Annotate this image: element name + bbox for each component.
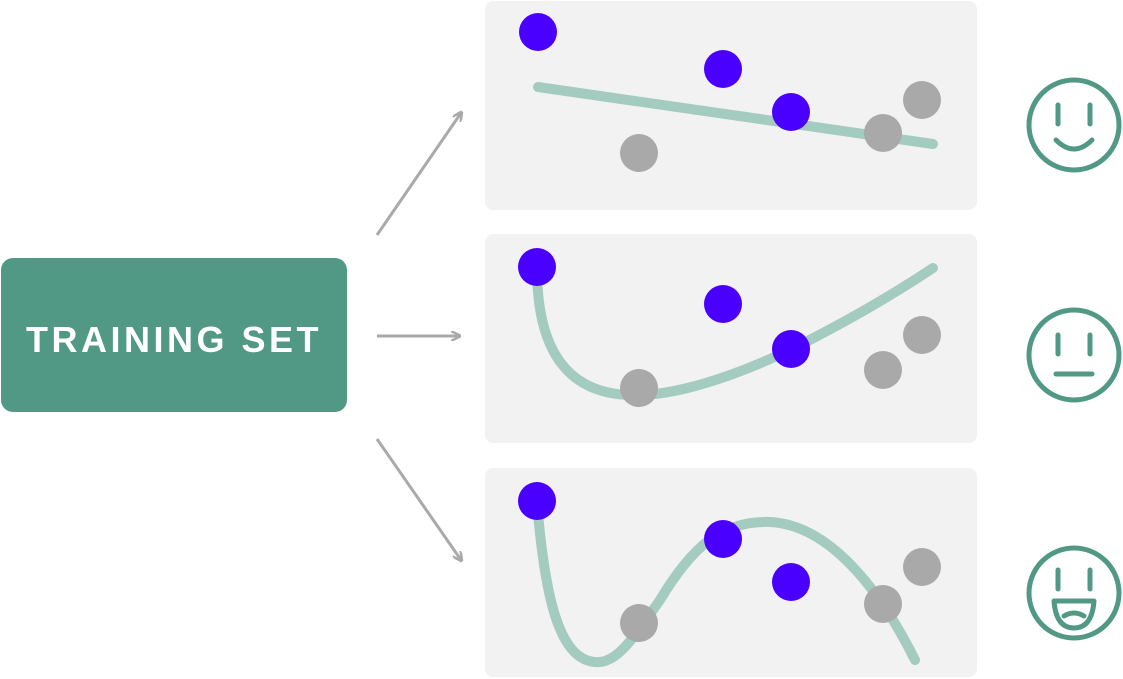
data-point-secondary xyxy=(864,114,902,152)
data-point-secondary xyxy=(620,369,658,407)
training-set-box-bg xyxy=(1,258,347,412)
training-set-box: TRAINING SET xyxy=(1,258,347,412)
data-point-primary xyxy=(772,93,810,131)
data-point-secondary xyxy=(903,316,941,354)
training-set-label: TRAINING SET xyxy=(26,319,322,360)
data-point-secondary xyxy=(903,81,941,119)
panel-background xyxy=(485,1,977,210)
panel-background xyxy=(485,468,977,677)
data-point-primary xyxy=(772,563,810,601)
data-point-primary xyxy=(704,50,742,88)
arrows xyxy=(375,113,461,560)
model-panel-wavy xyxy=(485,468,977,677)
arrow-to-linear-model xyxy=(375,113,461,236)
data-point-secondary xyxy=(864,585,902,623)
panel-background xyxy=(485,234,977,443)
neutral-face-icon xyxy=(1026,307,1122,403)
data-point-secondary xyxy=(620,134,658,172)
grinning-face-icon xyxy=(1026,545,1122,641)
data-point-primary xyxy=(704,520,742,558)
data-point-primary xyxy=(704,285,742,323)
model-panel-linear xyxy=(485,1,977,210)
data-point-secondary xyxy=(864,351,902,389)
smiling-face-icon xyxy=(1026,77,1122,173)
fit-curve xyxy=(532,497,920,668)
fit-curve xyxy=(532,263,938,400)
data-point-primary xyxy=(519,13,557,51)
data-point-secondary xyxy=(620,604,658,642)
data-point-primary xyxy=(518,482,556,520)
data-point-primary xyxy=(772,330,810,368)
model-panel-curve xyxy=(485,234,977,443)
data-point-secondary xyxy=(903,548,941,586)
data-point-primary xyxy=(518,248,556,286)
arrow-to-wavy-model xyxy=(375,438,461,560)
